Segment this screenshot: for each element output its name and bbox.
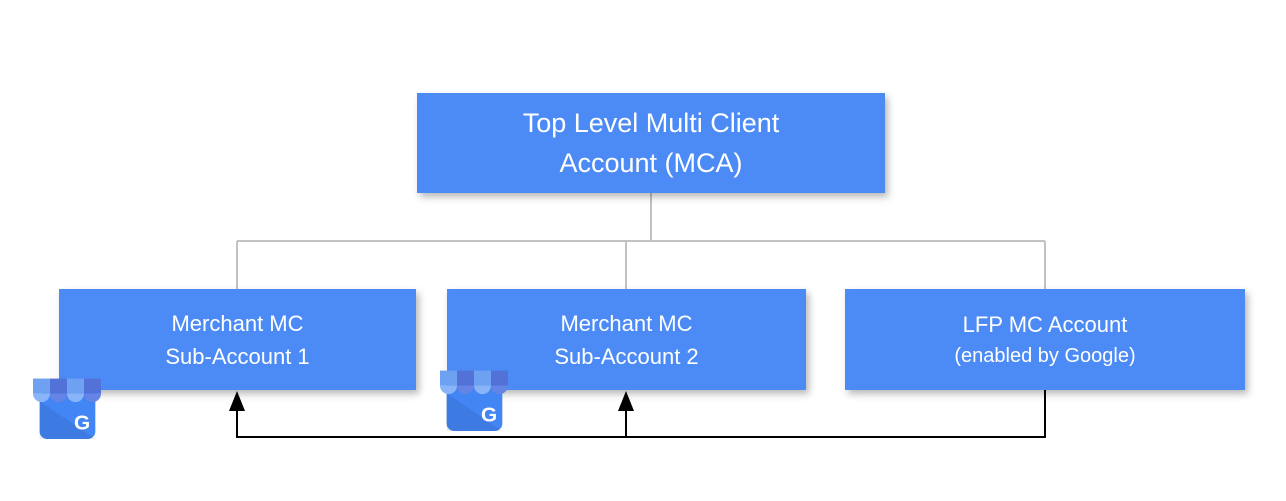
storefront-awning: [33, 378, 101, 403]
google-g-letter: G: [74, 412, 90, 435]
arrowhead-into-sub2: [618, 391, 634, 411]
flow-line-lfp-to-sub1: [236, 389, 1046, 438]
arrowhead-into-sub1: [229, 391, 245, 411]
google-my-business-icon: G: [33, 378, 101, 439]
merchant-sub-account-2-label-line1: Merchant MC: [560, 310, 693, 336]
lfp-mc-account-label-line2: (enabled by Google): [954, 345, 1136, 367]
storefront-body: [39, 389, 96, 439]
merchant-sub-account-2-box: Merchant MC Sub-Account 2: [447, 289, 806, 390]
top-level-mca-label-line1: Top Level Multi Client: [522, 108, 780, 138]
lfp-mc-account-box: LFP MC Account (enabled by Google): [845, 289, 1245, 390]
lfp-mc-account-label-line1: LFP MC Account: [962, 312, 1128, 337]
top-level-mca-label-line2: Account (MCA): [559, 148, 743, 178]
storefront-fold-shade: [446, 393, 503, 431]
storefront-body: [446, 381, 503, 431]
top-level-mca-box: Top Level Multi Client Account (MCA): [417, 93, 885, 193]
storefront-awning: [440, 370, 508, 395]
merchant-sub-account-1-label-line2: Sub-Account 1: [165, 343, 310, 369]
merchant-sub-account-2-label-line2: Sub-Account 2: [554, 343, 699, 369]
google-my-business-icon: G: [440, 370, 508, 431]
google-g-letter: G: [481, 404, 497, 427]
merchant-sub-account-1-box: Merchant MC Sub-Account 1: [59, 289, 416, 390]
merchant-sub-account-1-label-line1: Merchant MC: [171, 310, 304, 336]
